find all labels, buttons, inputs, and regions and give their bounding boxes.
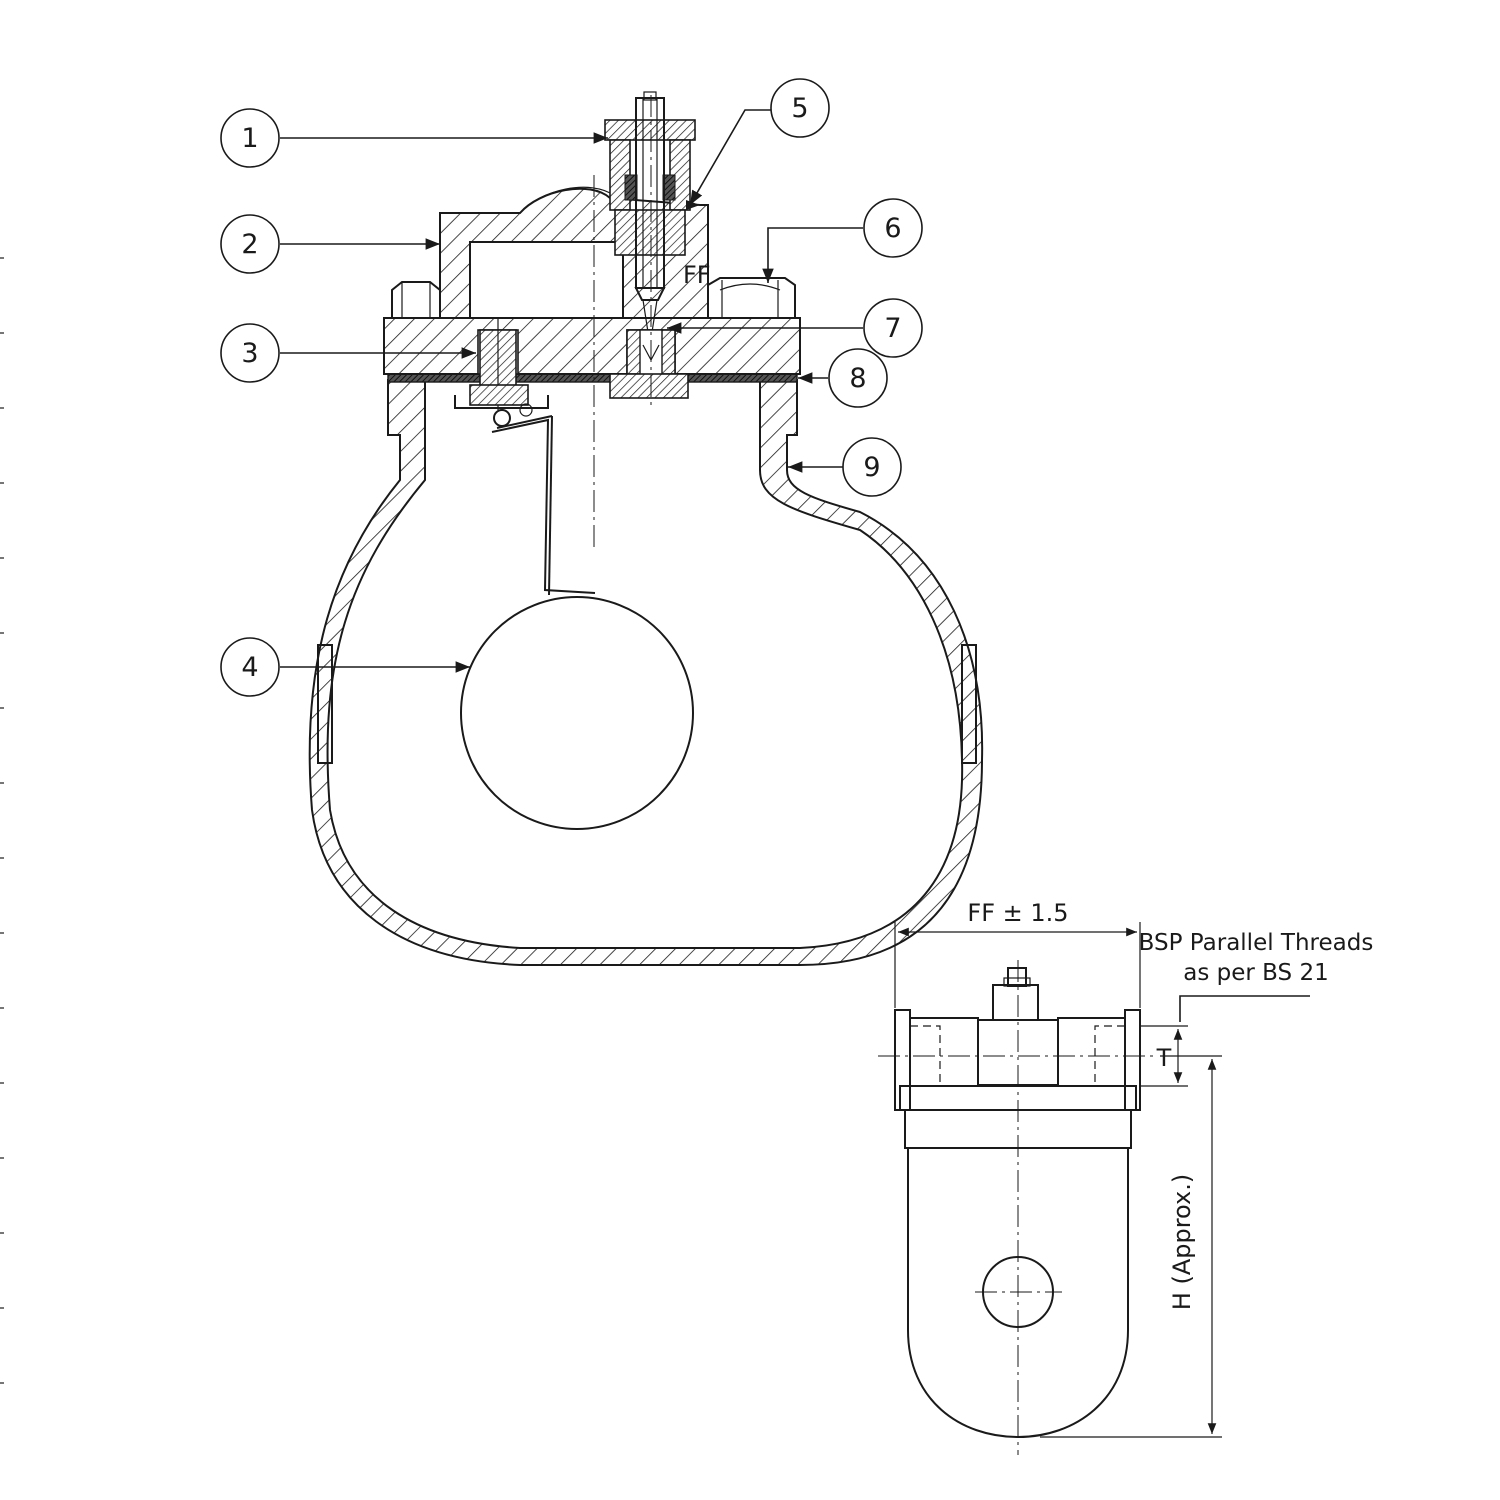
section-view: FF 1 2 3 4 5 [220,78,984,966]
dimension-t: T [1156,1044,1172,1072]
callout-5: 5 [770,78,830,138]
svg-text:9: 9 [863,452,880,483]
callout-1: 1 [220,108,280,168]
thread-note-line2: as per BS 21 [1183,960,1328,986]
gasket [387,373,798,383]
callout-6: 6 [863,198,923,258]
callout-4: 4 [220,637,280,697]
cover-plate [383,317,801,375]
face-label: FF [683,261,711,289]
outline-view: FF ± 1.5 BSP Parallel Threads as per BS … [878,899,1373,1455]
hex-nut-left [391,281,441,319]
svg-text:1: 1 [241,123,258,154]
thread-note-line1: BSP Parallel Threads [1139,930,1374,956]
callout-7: 7 [863,298,923,358]
svg-text:7: 7 [884,313,901,344]
float-ball [460,596,694,830]
svg-text:4: 4 [241,652,258,683]
dimension-ff: FF ± 1.5 [967,899,1068,927]
lever-pivot-assembly [454,318,596,596]
svg-text:2: 2 [241,229,258,260]
dimension-h: H (Approx.) [1168,1174,1196,1310]
leader-5 [689,109,771,206]
callout-8: 8 [828,348,888,408]
svg-text:5: 5 [791,93,808,124]
leader-6 [762,227,863,283]
hex-nut-right [707,277,796,319]
callout-2: 2 [220,214,280,274]
edge-ticks [0,257,4,1384]
valve-stem-assembly [604,91,700,346]
right-boss [961,644,977,764]
svg-text:6: 6 [884,213,901,244]
svg-text:8: 8 [849,363,866,394]
body-shell [308,379,984,966]
left-boss [317,644,333,764]
svg-text:3: 3 [241,338,258,369]
callout-3: 3 [220,323,280,383]
callout-9: 9 [842,437,902,497]
